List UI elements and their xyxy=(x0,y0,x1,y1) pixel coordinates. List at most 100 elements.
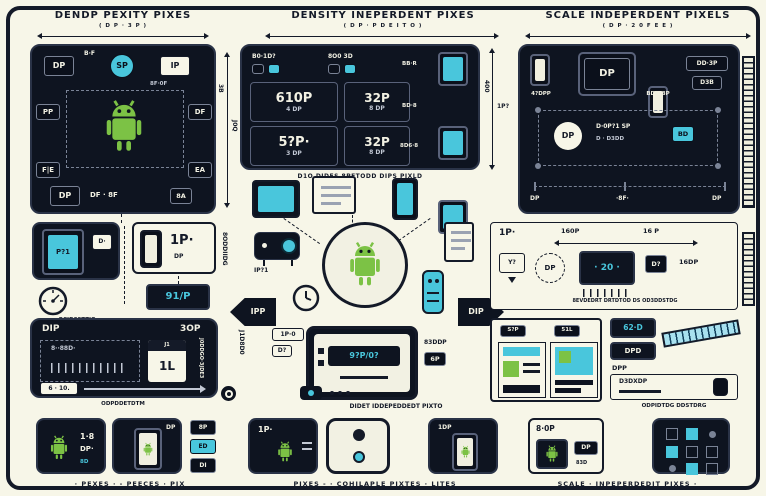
mockup-screen-2 xyxy=(550,342,598,398)
dp-dashed-circle: DP xyxy=(535,253,565,283)
mock-panel-cyan xyxy=(555,347,593,375)
pixel-cell-cyan xyxy=(686,428,698,440)
calendar-value: 1L xyxy=(159,359,175,373)
dark-dot-icon xyxy=(353,429,365,441)
phone-icon-2 xyxy=(438,126,468,160)
badge-bp: 8P xyxy=(190,420,216,435)
projector-label: IP?1 xyxy=(254,267,269,274)
mock-block-green xyxy=(559,351,571,363)
pixel-cell xyxy=(706,446,718,458)
phone-card-unit: DP xyxy=(174,253,184,260)
grid-r1c2-label: 8O0 3D xyxy=(328,53,353,60)
phone-metric-card: 1P· DP xyxy=(132,222,216,274)
dip-title-right: 3OP xyxy=(180,324,201,334)
small-phone-label: 4?DPP xyxy=(531,91,551,97)
pixel-dot xyxy=(709,431,716,438)
ruler-right-label: 16 P xyxy=(643,227,660,235)
center-side-text: J1D8D0 xyxy=(238,330,245,355)
card5-tag: 1DP xyxy=(438,424,452,431)
tablet-device-icon: P?1 xyxy=(42,229,84,275)
phone-screen xyxy=(443,131,463,155)
axis-left-label: DP xyxy=(530,195,540,202)
projector-leg xyxy=(291,260,293,266)
cylinder-line xyxy=(427,292,439,294)
side-vertical-text: 8ODDIIDG xyxy=(221,232,228,266)
bottom-card-3: 1P· xyxy=(248,418,318,474)
bfdf-label: 8F·0F xyxy=(150,81,168,87)
calendar-header: J1 xyxy=(148,340,186,351)
axis-mid-label: ·8F· xyxy=(616,195,629,202)
bottom-card-6: 8·0P DP 83D xyxy=(528,418,604,474)
android-robot-icon xyxy=(543,443,561,465)
cyan-dot-icon xyxy=(353,451,365,463)
header-right-subtitle: ( D P · 2 0 F E E ) xyxy=(602,23,674,29)
screen-pixel xyxy=(318,360,324,366)
clock-icon xyxy=(292,284,320,312)
tick-marks xyxy=(583,289,631,297)
sp-chip: SP xyxy=(110,54,134,78)
device-panel: P?1 D· xyxy=(32,222,120,280)
axis-tick xyxy=(534,182,536,191)
tiny-device-icon xyxy=(328,64,340,74)
hub-circle xyxy=(322,222,408,308)
hub-phone-icon xyxy=(392,178,418,220)
projector-icon xyxy=(254,232,300,266)
dip-side-text: J0DDGO·3JDE3 xyxy=(198,338,204,379)
header-center-underline xyxy=(265,33,499,39)
bottom-card-4 xyxy=(326,418,390,474)
dot-decor xyxy=(338,391,342,395)
mock-bar-dark xyxy=(555,388,581,393)
corner-dot xyxy=(715,107,721,113)
text-line xyxy=(321,202,341,205)
dp-cell-unit: 8 DP xyxy=(369,105,385,112)
phone-screen xyxy=(535,59,545,81)
dim-label-a: 3B xyxy=(217,84,224,93)
projector-leg xyxy=(263,260,265,266)
android-robot-icon xyxy=(459,444,472,460)
card6-small: 83D xyxy=(576,460,588,466)
ea-tag: EA xyxy=(188,162,212,178)
ip-chip: IP xyxy=(160,56,190,76)
mid-dimension-line xyxy=(489,48,495,170)
screen-value-bar: 9?P/0? xyxy=(328,346,400,366)
mock-bar-dark xyxy=(555,380,593,385)
text-line xyxy=(619,390,661,393)
dp-cell-value: 5?P· xyxy=(278,134,310,150)
card1-chip: 8D xyxy=(80,459,89,465)
card6-chip: DP xyxy=(574,441,598,455)
dashed-bounds-box xyxy=(66,90,184,168)
scale-arrowhead xyxy=(200,385,206,393)
tablet-device-screen: P?1 xyxy=(48,235,78,269)
axis-tick xyxy=(724,182,726,191)
dd3p-chip: DD·3P xyxy=(686,56,728,71)
small-phone-icon xyxy=(530,54,550,86)
header-right-title: SCALE INDEPERDENT PIXELS xyxy=(545,10,731,21)
measure-arrow xyxy=(554,240,698,246)
card6-title: 8·0P xyxy=(536,424,555,433)
dip-dash-text: 8··88D· xyxy=(51,345,76,352)
phone-right-text: 83DDP xyxy=(424,339,447,346)
phone-icon-1 xyxy=(438,52,468,86)
target-dot-icon xyxy=(221,386,236,401)
vertical-ruler-icon xyxy=(742,56,755,208)
df-tag: DF xyxy=(188,104,212,120)
vertical-ruler-icon-2 xyxy=(742,232,755,306)
footer-caption-left: · PEXES · - PEECES · PIX xyxy=(74,480,186,488)
center-caption: DIDET IDDEPEDDEDT PIXTO xyxy=(349,403,443,410)
dp-chip: DP xyxy=(44,56,74,76)
outer-frame xyxy=(6,6,760,490)
bottom-dp-chip: DP xyxy=(50,186,80,206)
phone-with-android-icon xyxy=(134,428,162,470)
dp-cell-unit: 8 DP xyxy=(369,149,385,156)
phone2-label: BD·8 xyxy=(402,103,417,109)
android-robot-icon xyxy=(46,432,72,464)
mock-line xyxy=(523,363,540,366)
dp-cell-unit: 3 DP xyxy=(286,149,302,157)
dp-cell-2: 32P 8 DP xyxy=(344,82,410,122)
dp-cell-1: 610P 4 DP xyxy=(250,82,338,122)
gauge-icon xyxy=(38,286,68,316)
tablet-screen-label: DP xyxy=(584,58,630,90)
header-right-underline xyxy=(525,33,751,39)
dp-cell-value: 32P xyxy=(364,91,390,105)
stack-chip-1: 62·D xyxy=(610,318,656,338)
